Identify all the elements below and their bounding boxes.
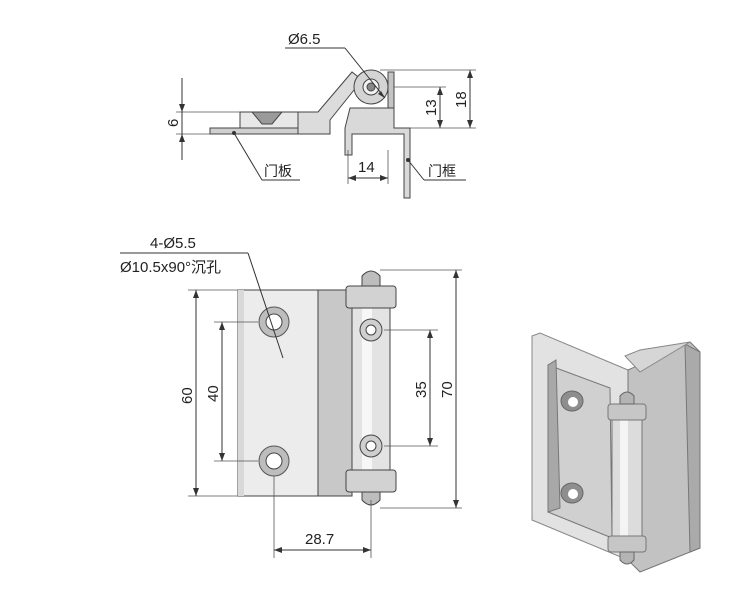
door-frame-label: 门框 [428, 164, 456, 180]
door-panel-label: 门板 [264, 164, 292, 180]
knuckle-bottom [345, 469, 397, 493]
hole-count-spec: 4-Ø5.5 [150, 235, 196, 252]
barrel-highlight [362, 300, 372, 480]
dim-13: 13 [423, 99, 440, 116]
hinge-arm [297, 71, 363, 135]
dim-18: 18 [453, 91, 470, 108]
pin [366, 82, 376, 92]
iso-knuckle-top [607, 403, 647, 421]
iso-door-leaf-side [547, 359, 561, 513]
iso-knuckle-bottom [607, 535, 647, 553]
iso-pin-top [619, 391, 635, 405]
pin-diameter-label: Ø6.5 [288, 31, 321, 48]
iso-pin-bottom [619, 551, 635, 565]
dim-60: 60 [179, 387, 196, 404]
dim-35: 35 [413, 381, 430, 398]
pin-cap-top [361, 270, 381, 287]
frame-leaf [317, 289, 353, 497]
top-view: Ø6.5 6 13 18 14 门板 门框 [165, 31, 476, 199]
dim-70: 70 [439, 381, 456, 398]
bracket-back [387, 71, 395, 109]
door-leaf-edge [238, 290, 244, 496]
iso-frame-edge [684, 343, 701, 553]
countersink-spec: Ø10.5x90°沉孔 [120, 259, 221, 276]
dim-14: 14 [358, 159, 375, 176]
dim-28-7: 28.7 [305, 531, 334, 548]
dim-40: 40 [205, 385, 222, 402]
countersink-hole-bottom [258, 445, 290, 477]
front-view: 4-Ø5.5 Ø10.5x90°沉孔 60 40 35 70 [120, 235, 462, 558]
isometric-render [531, 332, 701, 573]
thickness-dim: 6 [165, 119, 182, 127]
knuckle-top [345, 285, 397, 309]
countersink-hole [250, 111, 284, 125]
door-panel-plate [209, 127, 299, 135]
iso-frame-top [624, 341, 691, 373]
pin-cap-bottom [361, 491, 381, 506]
